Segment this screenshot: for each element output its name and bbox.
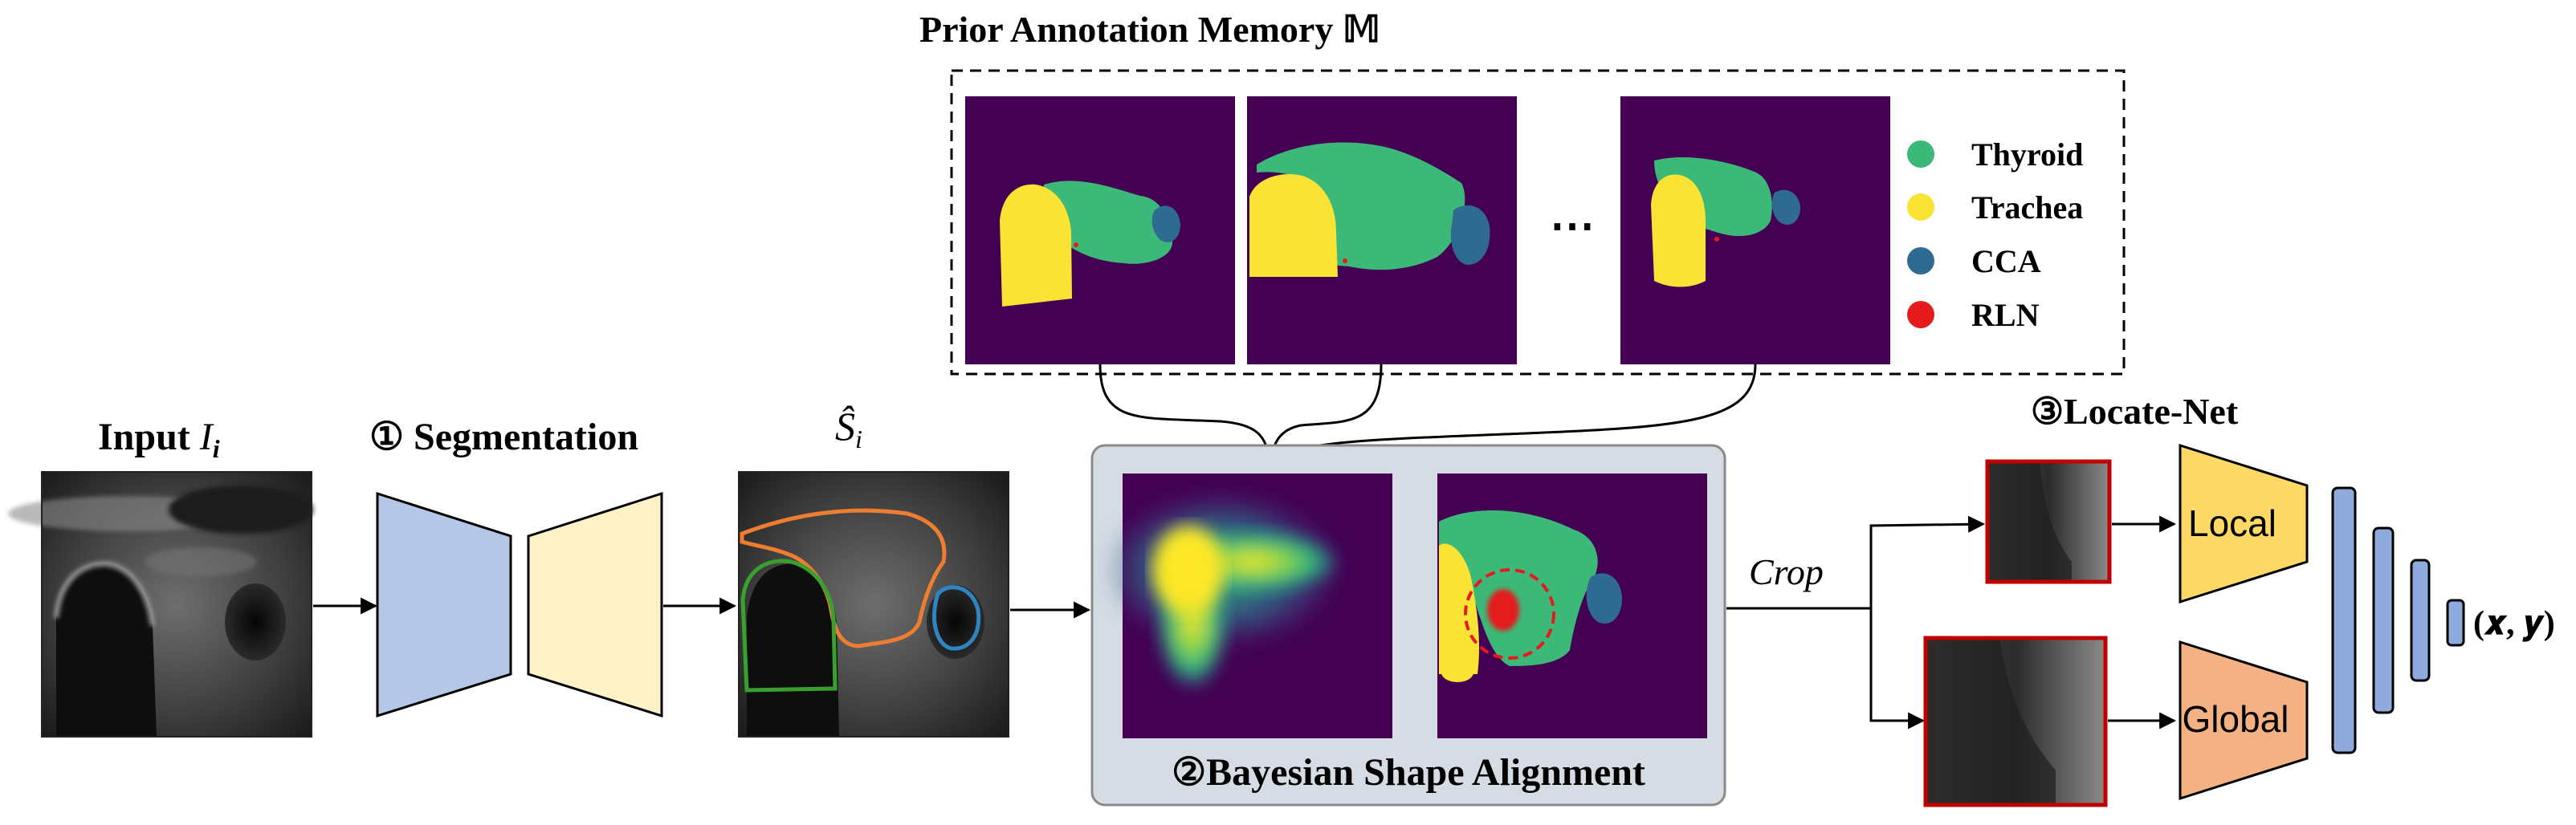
memory-box	[950, 69, 2126, 376]
arrow-crop-global	[1869, 608, 1926, 729]
seg-decoder	[527, 491, 663, 718]
segmentation-label: ① Segmentation	[369, 416, 638, 458]
cca-contour	[931, 585, 981, 651]
global-crop-image	[1923, 636, 2108, 807]
legend-label-cca: CCA	[1971, 243, 2041, 279]
thyroid-contour	[740, 508, 947, 648]
memory-title: Prior Annotation Memory 𝕄	[919, 9, 1380, 50]
legend-dot-rln	[1907, 301, 1934, 328]
seg-encoder	[376, 491, 512, 718]
bsa-label: ②Bayesian Shape Alignment	[1172, 751, 1645, 794]
legend-label-rln: RLN	[1971, 297, 2040, 333]
input-ultrasound-image	[8, 471, 313, 738]
memory-legend: Thyroid Trachea CCA RLN	[1907, 136, 2083, 333]
bsa-probability-map	[1100, 473, 1392, 738]
global-branch-label: Global	[2183, 698, 2289, 740]
legend-label-thyroid: Thyroid	[1971, 136, 2083, 173]
input-label: Input Ii	[98, 416, 220, 463]
local-branch-label: Local	[2188, 502, 2276, 544]
prior-mask-1	[965, 96, 1235, 364]
seg-output-label: Ŝi	[835, 404, 862, 453]
legend-dot-thyroid	[1907, 140, 1934, 168]
bsa-aligned-mask	[1437, 473, 1707, 738]
trachea-contour	[740, 559, 838, 693]
legend-dot-trachea	[1907, 193, 1934, 221]
fc-layer-2	[2372, 526, 2395, 714]
local-branch	[2179, 443, 2309, 604]
legend-dot-cca	[1907, 247, 1934, 274]
prior-mask-3	[1620, 96, 1890, 364]
prior-mask-2	[1247, 96, 1517, 364]
output-coordinates: (𝒙, 𝒚)	[2473, 605, 2555, 642]
crop-label: Crop	[1749, 551, 1824, 592]
locate-net-label: ③Locate-Net	[2031, 391, 2239, 432]
arrow-crop-local	[1869, 515, 1986, 608]
legend-label-trachea: Trachea	[1971, 189, 2083, 226]
global-branch	[2179, 640, 2309, 801]
fc-layer-1	[2331, 486, 2357, 754]
fc-layer-4	[2446, 599, 2465, 647]
segmentation-output-image	[738, 471, 1009, 738]
fc-layer-3	[2410, 559, 2431, 682]
local-crop-image	[1985, 459, 2112, 584]
memory-ellipsis: ⋯	[1550, 201, 1595, 251]
